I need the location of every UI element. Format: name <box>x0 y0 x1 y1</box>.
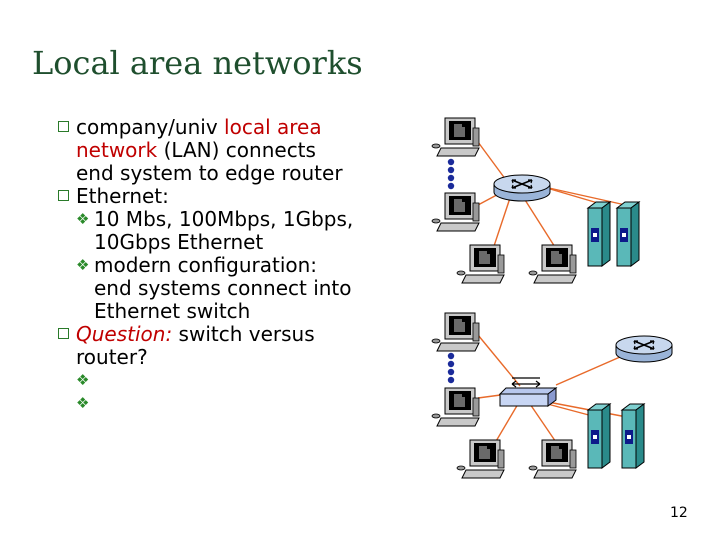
computer-icon <box>431 192 480 232</box>
router-icon <box>615 335 673 363</box>
computer-icon <box>431 117 480 157</box>
server-icon <box>616 201 640 267</box>
link-lines-bottom <box>477 334 637 449</box>
server-icon <box>587 201 611 267</box>
bullet-question: Question: switch versus router? <box>58 323 358 369</box>
question-label: Question: <box>76 322 173 346</box>
ellipsis-dots-bottom <box>447 352 455 384</box>
lan-highlight: local area network <box>76 115 322 162</box>
computer-icon <box>431 312 480 352</box>
page-number: 12 <box>670 505 688 521</box>
ethernet-switch-icon <box>498 377 558 407</box>
empty-sub-bullet: ❖ <box>76 369 358 392</box>
checkbox-bullet-icon <box>58 190 69 201</box>
bullet-ethernet: Ethernet: <box>58 185 358 208</box>
diamond-bullet-icon: ❖ <box>76 210 90 228</box>
server-icon <box>587 403 611 469</box>
diamond-bullet-icon: ❖ <box>76 394 90 412</box>
server-icon <box>621 403 645 469</box>
bullet-lan: company/univ local area network (LAN) co… <box>58 116 358 185</box>
slide-title: Local area networks <box>32 44 363 82</box>
empty-sub-bullet: ❖ <box>76 392 358 415</box>
router-icon <box>493 174 551 202</box>
computer-icon <box>456 439 505 479</box>
sub-bullet-configuration: ❖ modern configuration: end systems conn… <box>76 253 352 323</box>
computer-icon <box>528 439 577 479</box>
ellipsis-dots-top <box>447 158 455 190</box>
bullet-list: company/univ local area network (LAN) co… <box>58 116 358 415</box>
checkbox-bullet-icon <box>58 121 69 132</box>
diamond-bullet-icon: ❖ <box>76 256 90 274</box>
diamond-bullet-icon: ❖ <box>76 371 90 389</box>
computer-icon <box>528 244 577 284</box>
sub-bullet-speeds: ❖ 10 Mbs, 100Mbps, 1Gbps, 10Gbps Etherne… <box>76 207 354 254</box>
computer-icon <box>431 387 480 427</box>
checkbox-bullet-icon <box>58 328 69 339</box>
computer-icon <box>456 244 505 284</box>
